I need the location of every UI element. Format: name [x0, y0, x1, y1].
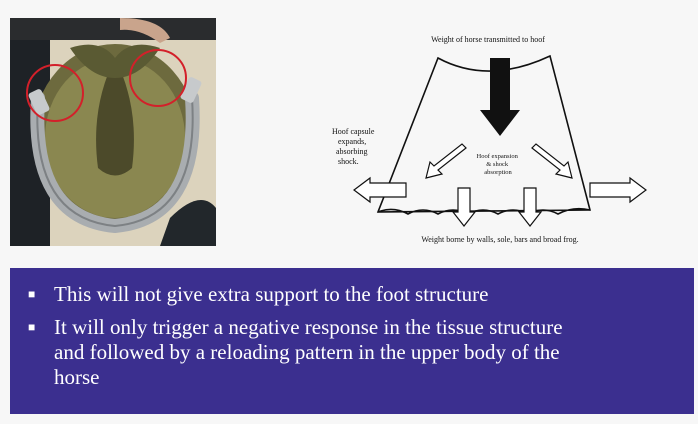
bullet-line: This will not give extra support to the … — [54, 282, 489, 306]
diagram-bottom-label: Weight borne by walls, sole, bars and br… — [421, 235, 578, 244]
downward-arrow-right-icon — [517, 187, 543, 227]
expansion-arrow-left-icon — [425, 143, 467, 179]
outward-arrow-right-icon — [589, 176, 647, 204]
outward-arrow-left-icon — [353, 176, 407, 204]
horseshoe-hoof-photo-icon — [10, 18, 216, 246]
bullet-item: ■ This will not give extra support to th… — [28, 282, 674, 307]
diagram-top-label: Weight of horse transmitted to hoof — [431, 35, 545, 44]
weight-arrow-icon — [480, 58, 520, 136]
hoof-mechanics-diagram: Weight of horse transmitted to hoof Hoof… — [318, 30, 658, 250]
bullet-line: It will only trigger a negative response… — [54, 315, 563, 339]
expansion-arrow-right-icon — [531, 143, 573, 179]
bullet-line: and followed by a reloading pattern in t… — [54, 340, 560, 364]
bullet-square-icon: ■ — [28, 287, 36, 301]
hoof-capsule-outline — [376, 54, 592, 213]
hoof-photo — [10, 18, 216, 246]
bullet-panel: ■ This will not give extra support to th… — [10, 268, 694, 414]
bullet-line: horse — [54, 365, 100, 389]
diagram-center-label: Hoof expansion & shock absorption — [477, 153, 520, 176]
bullet-item: ■ It will only trigger a negative respon… — [28, 315, 674, 390]
bullet-square-icon: ■ — [28, 320, 36, 334]
downward-arrow-left-icon — [451, 187, 477, 227]
diagram-left-label: Hoof capsule expands, absorbing shock. — [332, 127, 376, 166]
